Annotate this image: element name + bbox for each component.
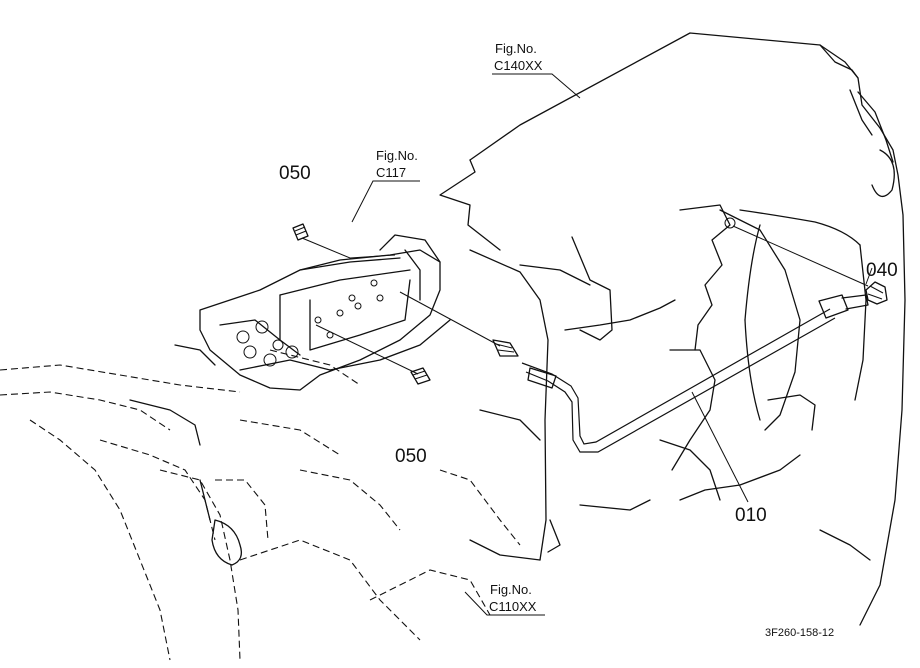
callout-010: 010 [735, 505, 767, 526]
figref-c140: Fig.No. C140XX [492, 41, 581, 99]
figref-c110-line2: C110XX [489, 599, 537, 614]
callout-050-bottom: 050 [395, 446, 427, 467]
rear-housing [0, 344, 521, 661]
figref-c110-line1: Fig.No. [490, 582, 532, 597]
drawing-code: 3F260-158-12 [765, 627, 834, 639]
figref-c117: Fig.No. C117 [351, 148, 420, 223]
fitting-pipe-end [492, 339, 519, 357]
figref-c117-line2: C117 [376, 165, 406, 180]
fitting-050-bottom [410, 367, 431, 385]
callout-050-top: 050 [279, 163, 311, 184]
leader-lines [301, 225, 873, 503]
pipe-010 [521, 294, 869, 453]
figref-c140-line1: Fig.No. [495, 41, 537, 56]
figref-c117-line1: Fig.No. [376, 148, 418, 163]
valve-block [199, 234, 451, 391]
figref-c140-line2: C140XX [494, 58, 543, 73]
fitting-050-top [292, 223, 309, 241]
callout-040: 040 [866, 260, 898, 281]
figref-c110: Fig.No. C110XX [464, 582, 545, 616]
fitting-040 [865, 281, 888, 305]
transmission-case [439, 32, 906, 626]
